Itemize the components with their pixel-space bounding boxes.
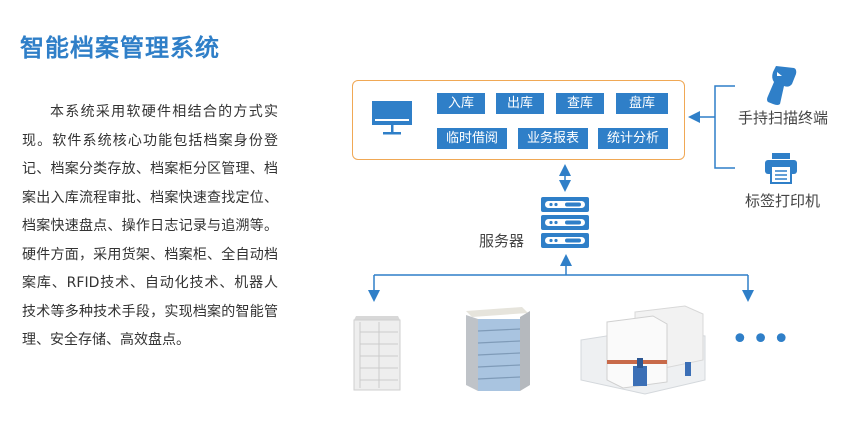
automated-archive-warehouse-image: [580, 305, 706, 395]
printer-label: 标签打印机: [745, 192, 821, 210]
barcode-scanner-icon: [767, 66, 797, 105]
module-query: 查库: [556, 93, 604, 114]
system-description: 本系统采用软硬件相结合的方式实现。软件系统核心功能包括档案身份登记、档案分类存放…: [22, 104, 278, 348]
device-bracket: [688, 85, 735, 169]
module-report: 业务报表: [518, 128, 588, 149]
shelf-cabinet-image: [353, 316, 401, 391]
module-inventory: 盘库: [616, 93, 668, 114]
software-system-box: [352, 80, 685, 160]
server-label: 服务器: [479, 232, 525, 250]
monitor-icon: [372, 101, 412, 135]
module-statistics: 统计分析: [598, 128, 668, 149]
archive-cabinet-image: [466, 307, 530, 391]
server-icon: [541, 197, 589, 248]
module-outbound: 出库: [496, 93, 544, 114]
module-borrow: 临时借阅: [437, 128, 507, 149]
module-inbound: 入库: [437, 93, 485, 114]
more-hardware-ellipsis: •••: [731, 322, 794, 357]
scanner-label: 手持扫描终端: [738, 109, 829, 127]
page-title: 智能档案管理系统: [20, 34, 220, 62]
printer-icon: [765, 153, 797, 184]
server-bus-lines: [368, 254, 754, 302]
